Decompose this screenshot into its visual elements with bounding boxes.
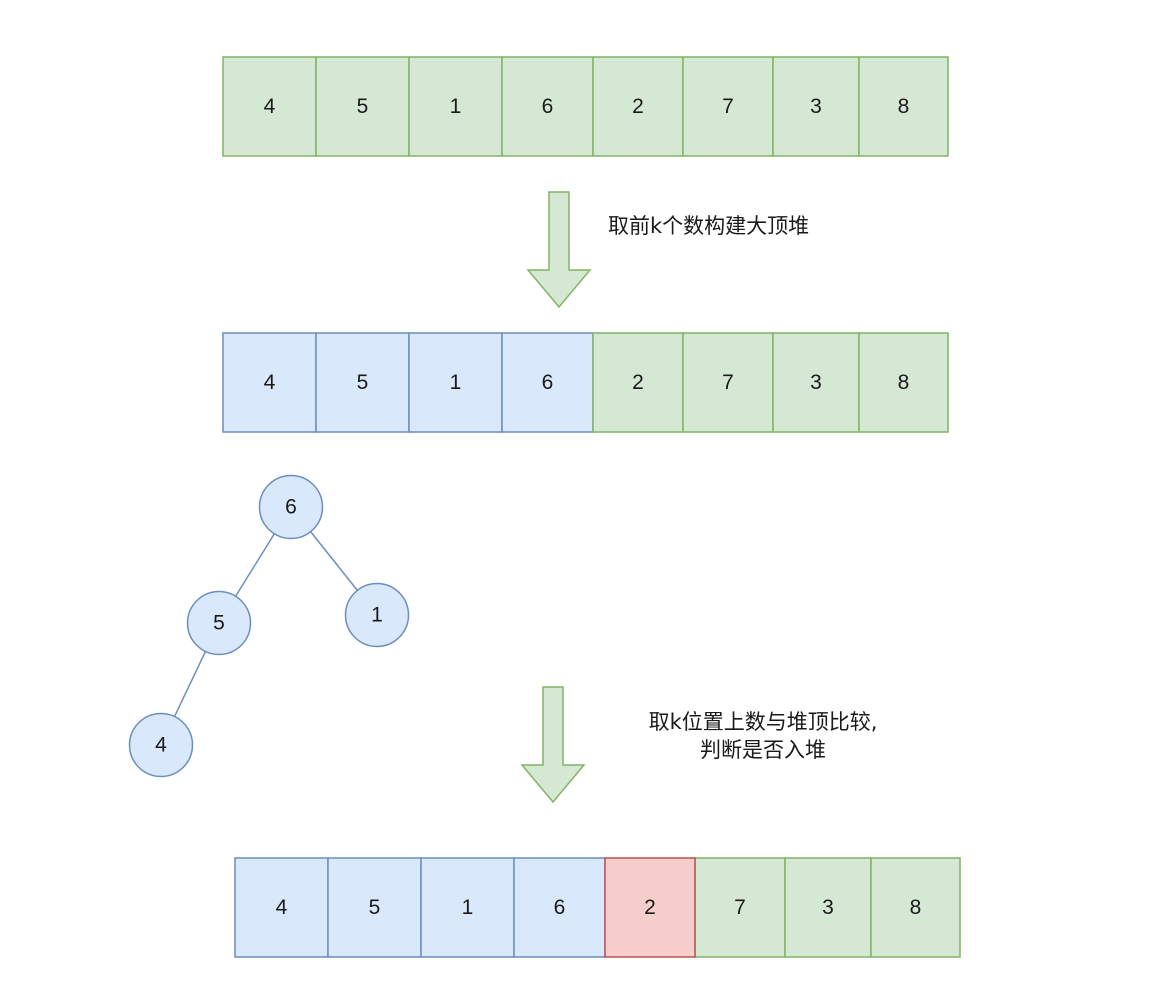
down-arrow-icon	[520, 686, 586, 804]
array-cell	[604, 857, 696, 958]
array-cell-value: 2	[632, 95, 644, 118]
array-cell	[870, 857, 961, 958]
array-cell-value: 6	[554, 896, 566, 919]
heap-node-value: 1	[371, 604, 383, 627]
heap-node-value: 4	[155, 734, 167, 757]
array-cell-value: 8	[898, 371, 910, 394]
array-cell-value: 3	[822, 896, 834, 919]
array-cell-value: 6	[542, 95, 554, 118]
array-cell	[222, 56, 317, 157]
heap-edge	[173, 651, 207, 717]
array-cell-value: 5	[357, 371, 369, 394]
heap-node-circle	[186, 590, 252, 656]
heap-node: 6	[258, 474, 324, 540]
array-cell-value: 7	[722, 95, 734, 118]
step-label: 取k位置上数与堆顶比较, 判断是否入堆	[649, 710, 878, 762]
array-row-3: 4 5 1 6 2 7 3 8	[234, 857, 961, 958]
array-cell-value: 3	[810, 95, 822, 118]
array-cell-value: 2	[644, 896, 656, 919]
heap-tree: 6 5 1 4	[128, 474, 410, 778]
array-cell	[858, 56, 949, 157]
array-cell	[592, 332, 684, 433]
array-cell	[222, 332, 317, 433]
array-cell-value: 5	[369, 896, 381, 919]
array-cell	[315, 56, 410, 157]
heap-node-value: 6	[285, 496, 297, 519]
arrays-layer: 4 5 1 6 2 7 3 8 4 5 1 6 2 7 3 8 4 5 1 6 2 7 3 8	[222, 56, 961, 958]
array-cell-value: 4	[264, 95, 276, 118]
array-cell-value: 7	[722, 371, 734, 394]
array-cell	[408, 56, 503, 157]
array-cell-value: 3	[810, 371, 822, 394]
array-row-1: 4 5 1 6 2 7 3 8	[222, 56, 949, 157]
array-cell	[772, 56, 860, 157]
array-row-2: 4 5 1 6 2 7 3 8	[222, 332, 949, 433]
array-cell	[420, 857, 515, 958]
array-cell	[592, 56, 684, 157]
array-cell	[501, 56, 594, 157]
arrows-layer	[520, 191, 592, 804]
heap-node-circle	[128, 712, 194, 778]
array-cell	[315, 332, 410, 433]
heap-node-circle	[344, 582, 410, 648]
heap-edge	[310, 531, 358, 591]
heap-node-value: 5	[213, 612, 225, 635]
step-label: 取前k个数构建大顶堆	[608, 214, 809, 238]
array-cell	[682, 332, 774, 433]
array-cell-value: 7	[734, 896, 746, 919]
step-label-line: 判断是否入堆	[700, 738, 826, 762]
array-cell	[513, 857, 606, 958]
array-cell-value: 8	[898, 95, 910, 118]
step-label-line: 取k位置上数与堆顶比较,	[649, 710, 878, 734]
array-cell-value: 4	[276, 896, 288, 919]
heap-node-circle	[258, 474, 324, 540]
array-cell-value: 1	[450, 371, 462, 394]
heap-edges	[173, 531, 358, 717]
array-cell-value: 1	[450, 95, 462, 118]
array-cell	[501, 332, 594, 433]
array-cell-value: 5	[357, 95, 369, 118]
array-cell	[784, 857, 872, 958]
array-cell	[694, 857, 786, 958]
heap-node: 5	[186, 590, 252, 656]
array-cell-value: 6	[542, 371, 554, 394]
array-cell	[327, 857, 422, 958]
heap-node: 4	[128, 712, 194, 778]
step-label-line: 取前k个数构建大顶堆	[608, 214, 809, 238]
heap-edge	[234, 533, 276, 597]
down-arrow-icon	[526, 191, 592, 309]
array-cell-value: 4	[264, 371, 276, 394]
array-cell	[858, 332, 949, 433]
array-cell-value: 2	[632, 371, 644, 394]
array-cell-value: 8	[910, 896, 922, 919]
heap-node: 1	[344, 582, 410, 648]
array-cell	[682, 56, 774, 157]
array-cell-value: 1	[462, 896, 474, 919]
array-cell	[234, 857, 329, 958]
